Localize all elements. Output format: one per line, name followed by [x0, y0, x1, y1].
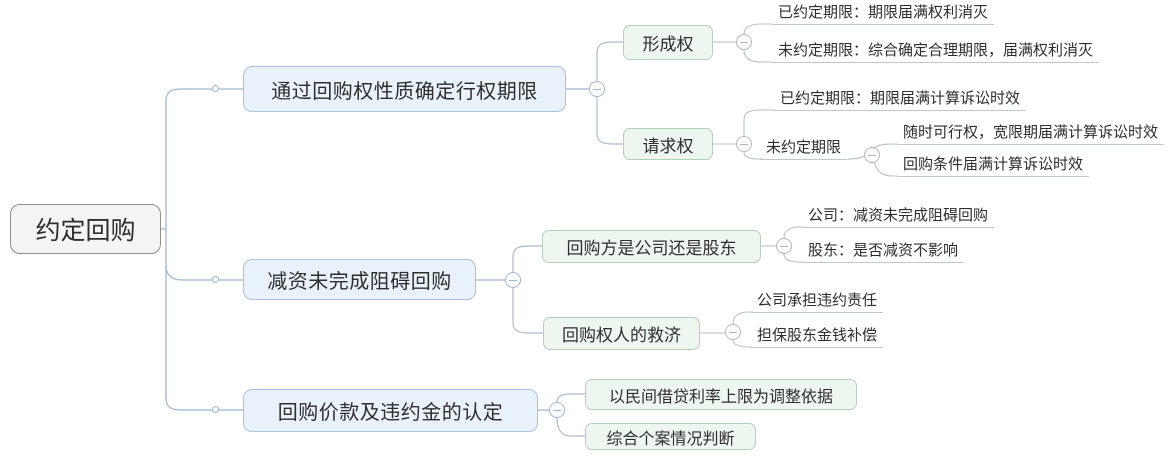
leaf-topic[interactable]: 已约定期限：期限届满计算诉讼时效 — [774, 90, 1027, 111]
sub-topic-company-or-shareholder[interactable]: 回购方是公司还是股东 — [542, 230, 761, 263]
leaf-topic[interactable]: 未约定期限：综合确定合理期限，届满权利消灭 — [772, 42, 1100, 63]
collapse-icon[interactable] — [589, 81, 605, 97]
main-topic-capital-reduction[interactable]: 减资未完成阻碍回购 — [243, 259, 476, 300]
sub-topic-no-agreed-period[interactable]: 未约定期限 — [760, 139, 848, 160]
root-topic[interactable]: 约定回购 — [10, 204, 161, 254]
leaf-topic-lending-rate-cap[interactable]: 以民间借贷利率上限为调整依据 — [585, 379, 857, 410]
main-topic-exercise-period[interactable]: 通过回购权性质确定行权期限 — [243, 66, 566, 112]
sub-topic-claim-right[interactable]: 请求权 — [623, 128, 713, 160]
collapse-icon[interactable] — [864, 147, 880, 163]
leaf-topic-case-by-case[interactable]: 综合个案情况判断 — [585, 423, 756, 450]
leaf-topic[interactable]: 担保股东金钱补偿 — [751, 327, 884, 348]
collapse-icon[interactable] — [505, 272, 521, 288]
leaf-topic[interactable]: 公司承担违约责任 — [751, 292, 884, 313]
leaf-topic[interactable]: 股东：是否减资不影响 — [802, 242, 965, 263]
sub-topic-formative-right[interactable]: 形成权 — [623, 25, 713, 60]
main-topic-price-penalty[interactable]: 回购价款及违约金的认定 — [243, 389, 538, 432]
branch-point-icon — [212, 276, 219, 283]
leaf-topic[interactable]: 已约定期限：期限届满权利消灭 — [772, 4, 995, 25]
collapse-icon[interactable] — [549, 402, 565, 418]
leaf-topic[interactable]: 回购条件届满计算诉讼时效 — [897, 156, 1090, 177]
collapse-icon[interactable] — [736, 136, 752, 152]
collapse-icon[interactable] — [776, 238, 792, 254]
branch-point-icon — [212, 406, 219, 413]
leaf-topic[interactable]: 公司：减资未完成阻碍回购 — [802, 207, 995, 228]
leaf-topic[interactable]: 随时可行权，宽限期届满计算诉讼时效 — [897, 124, 1165, 145]
sub-topic-right-holder-remedy[interactable]: 回购权人的救济 — [543, 317, 700, 350]
collapse-icon[interactable] — [736, 34, 752, 50]
collapse-icon[interactable] — [725, 324, 741, 340]
branch-point-icon — [212, 85, 219, 92]
